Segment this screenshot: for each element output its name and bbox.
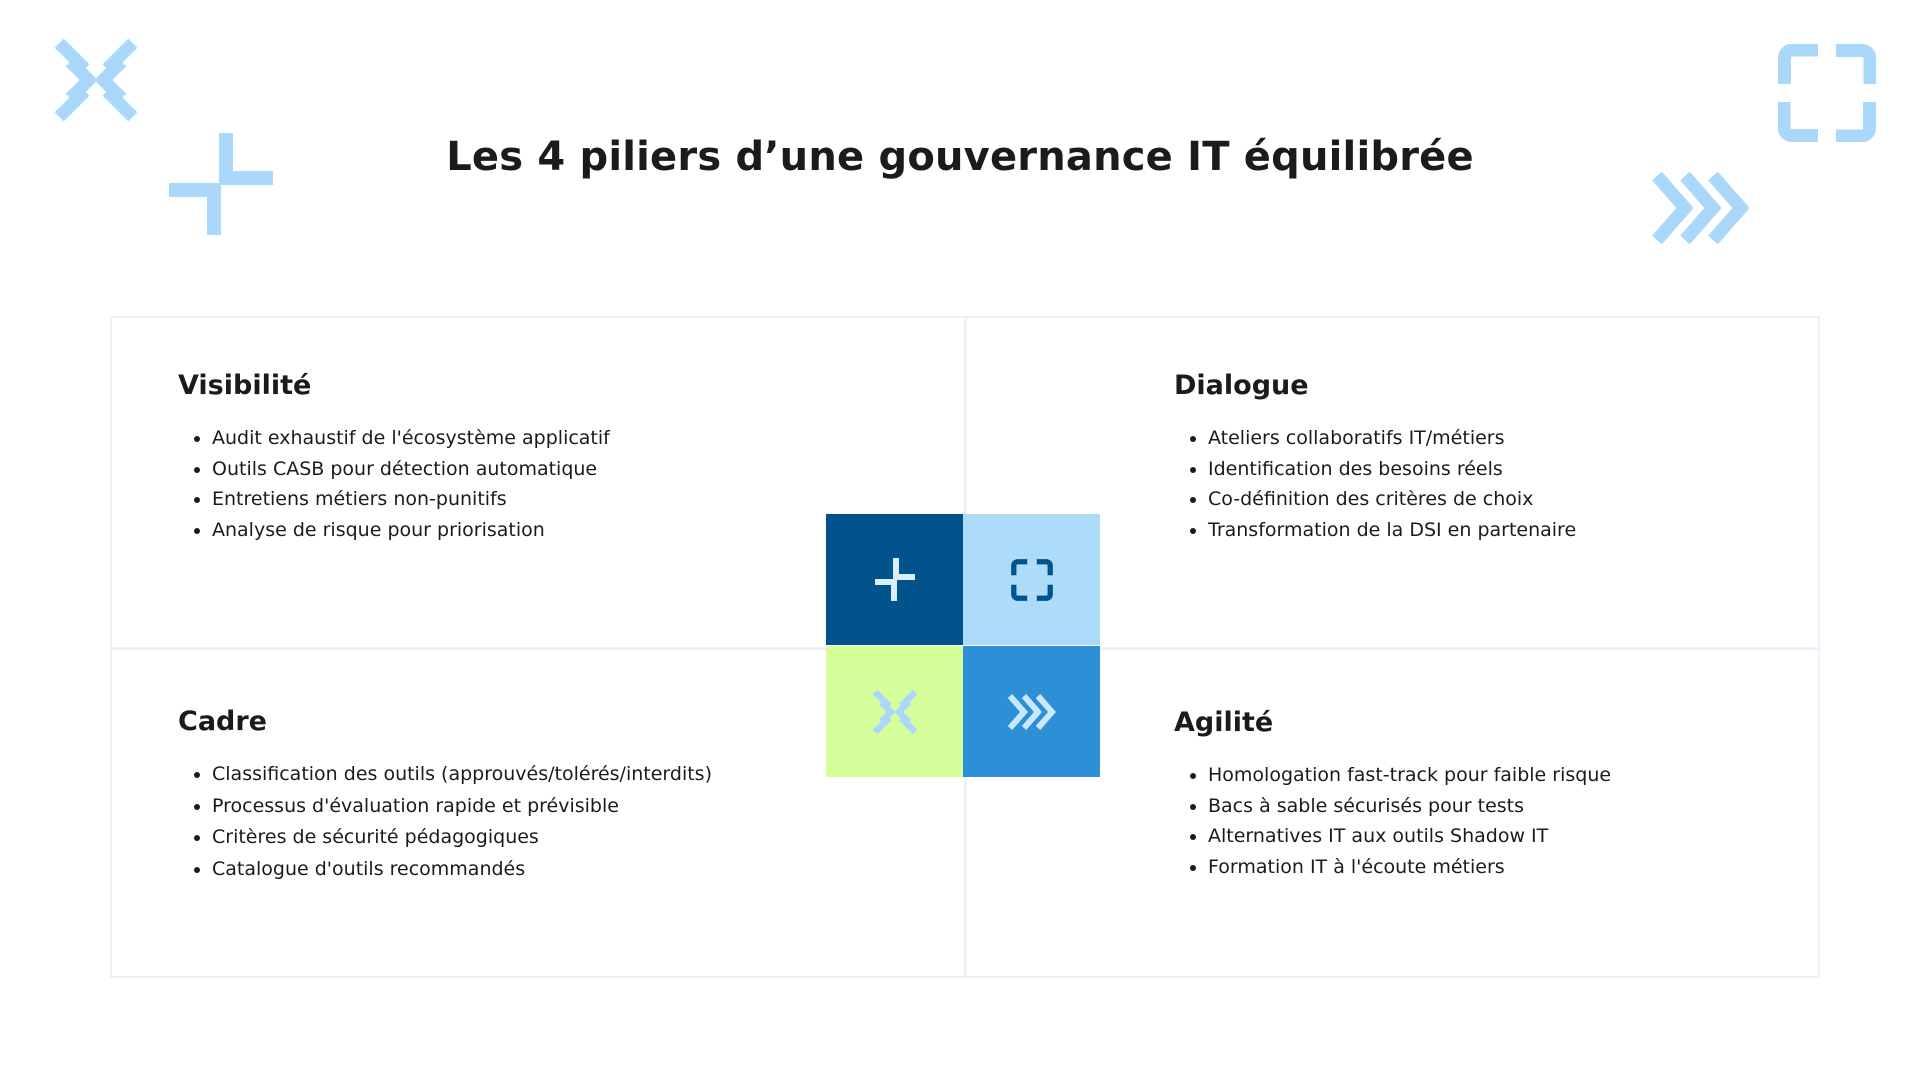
tile-dialogue — [963, 514, 1100, 645]
triple-chevron-icon — [1007, 693, 1056, 730]
pillar-agilite: Agilité Homologation fast-track pour fai… — [1174, 707, 1794, 882]
pillar-dialogue: Dialogue Ateliers collaboratifs IT/métie… — [1174, 370, 1794, 545]
list-item: Outils CASB pour détection automatique — [212, 454, 818, 485]
list-item: Alternatives IT aux outils Shadow IT — [1208, 821, 1794, 852]
list-item: Homologation fast-track pour faible risq… — [1208, 760, 1794, 791]
list-item: Ateliers collaboratifs IT/métiers — [1208, 423, 1794, 454]
list-item: Classification des outils (approuvés/tol… — [212, 759, 858, 791]
cross-arrows-icon — [872, 689, 917, 734]
pillar-list: Ateliers collaboratifs IT/métiers Identi… — [1174, 423, 1794, 545]
list-item: Catalogue d'outils recommandés — [212, 854, 858, 886]
pillar-list: Homologation fast-track pour faible risq… — [1174, 760, 1794, 882]
cross-arrows-icon — [50, 34, 142, 126]
corner-arrows-icon — [874, 557, 915, 601]
list-item: Transformation de la DSI en partenaire — [1208, 515, 1794, 546]
pillar-heading: Visibilité — [178, 370, 312, 401]
page-title: Les 4 piliers d’une gouvernance IT équil… — [446, 134, 1474, 180]
tile-agilite — [963, 646, 1100, 777]
list-item: Processus d'évaluation rapide et prévisi… — [212, 791, 858, 823]
pillar-heading: Dialogue — [1174, 370, 1309, 401]
pillar-list: Audit exhaustif de l'écosystème applicat… — [178, 423, 818, 545]
list-item: Audit exhaustif de l'écosystème applicat… — [212, 423, 818, 454]
expand-square-icon — [1778, 44, 1876, 142]
tile-cadre — [826, 646, 963, 777]
corner-arrows-icon — [169, 133, 273, 235]
list-item: Formation IT à l'écoute métiers — [1208, 852, 1794, 883]
expand-square-icon — [1010, 558, 1053, 601]
list-item: Entretiens métiers non-punitifs — [212, 484, 818, 515]
pillar-list: Classification des outils (approuvés/tol… — [178, 759, 858, 885]
list-item: Bacs à sable sécurisés pour tests — [1208, 791, 1794, 822]
pillar-heading: Agilité — [1174, 707, 1274, 738]
list-item: Analyse de risque pour priorisation — [212, 515, 818, 546]
pillar-heading: Cadre — [178, 706, 267, 737]
triple-chevron-icon — [1651, 170, 1751, 246]
pillar-visibilite: Visibilité Audit exhaustif de l'écosystè… — [178, 370, 818, 545]
list-item: Identification des besoins réels — [1208, 454, 1794, 485]
list-item: Critères de sécurité pédagogiques — [212, 822, 858, 854]
list-item: Co-définition des critères de choix — [1208, 484, 1794, 515]
tile-visibilite — [826, 514, 963, 645]
pillar-cadre: Cadre Classification des outils (approuv… — [178, 706, 858, 885]
